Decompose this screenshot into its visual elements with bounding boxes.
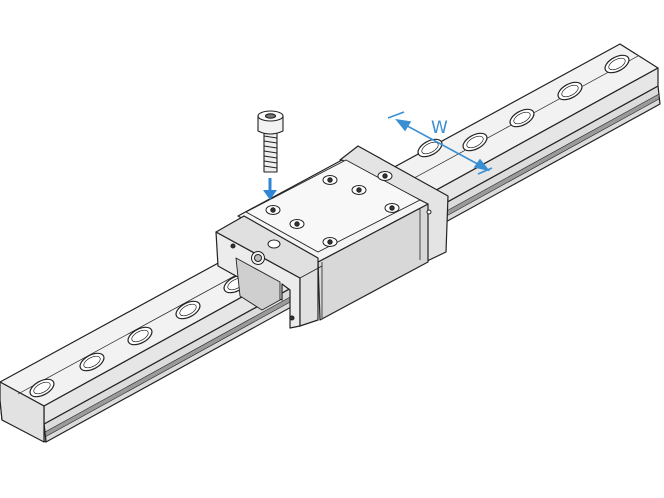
lube-port [230,209,432,321]
insert-arrow-icon [263,178,277,200]
width-dimension: W [387,111,493,175]
rail-hole-10 [604,54,630,74]
hex-socket-icon [264,113,277,119]
block-upper-plate [245,159,421,253]
carriage-block [215,145,449,329]
rail-end-face [0,381,45,443]
front-side-hole [267,239,281,249]
dimension-label-w: W [431,118,448,138]
rail-hole-3 [127,326,153,346]
rail-hole-1 [29,378,55,398]
rail-hole-8 [509,108,535,128]
dimension-line [399,121,486,169]
block-top-holes [265,171,400,247]
dimension-arrowhead-right-icon [473,158,491,172]
dimension-extension-right [477,167,493,175]
dimension-extension-left [387,111,405,119]
rail-hole-4 [175,300,201,320]
rail-hole-2 [79,352,105,372]
rail-hole-7 [462,132,488,152]
rail-hole-6 [417,138,443,158]
block-rail-cutout [235,257,281,311]
dimension-arrowhead-left-icon [395,118,412,132]
rail-hole-9 [557,81,583,101]
rail-holes [29,54,630,398]
cap-screw [257,110,284,173]
